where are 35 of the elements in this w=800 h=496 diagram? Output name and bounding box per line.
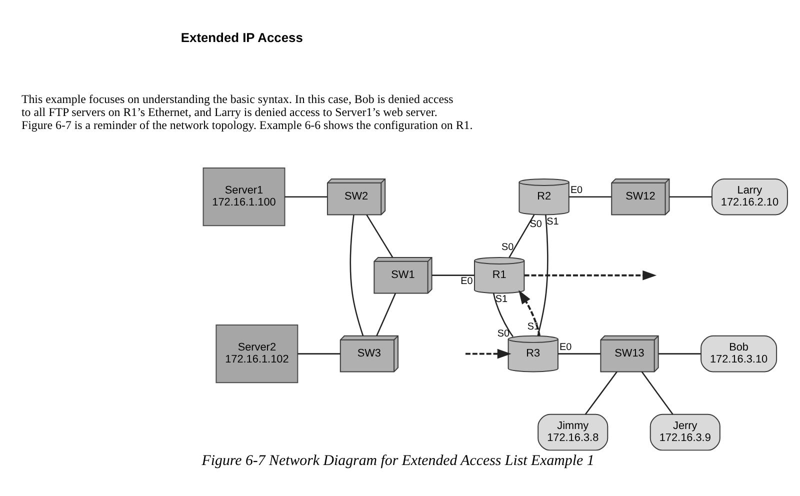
node-label: E0: [460, 276, 473, 287]
connector: [492, 292, 514, 337]
connector: [350, 214, 364, 336]
node-label: S1: [546, 216, 559, 227]
node-label: E0: [560, 341, 572, 352]
node-label: S0: [530, 218, 542, 230]
arrow: [465, 348, 512, 358]
node-box: Jimmy 172.16.3.8: [538, 413, 608, 450]
connector: [584, 370, 618, 414]
node-label: S0: [497, 328, 510, 339]
connector: [558, 352, 600, 354]
node-label: S1: [495, 293, 508, 304]
caption: Figure 6-7 Network Diagram for Extended Access List Example 1: [202, 452, 594, 469]
node-label: E0: [570, 184, 583, 196]
connector: [508, 214, 535, 258]
connector: [432, 274, 474, 276]
connector: [366, 214, 394, 258]
connector: [669, 196, 712, 197]
label: Extended IP Access: [180, 30, 303, 45]
label: This example focuses on understanding the basic syntax. In this case, Bob is denied access to all FTP servers on R1’s Ethernet, and Larry is denied access to Server1’s web server. Figure 6-7 is a reminder of the network topology. Example 6-6 shows the configuration on R1.: [21, 92, 473, 132]
node-label: S0: [502, 242, 514, 253]
node-box: Larry 172.16.2.10: [711, 178, 788, 215]
arrow: [524, 270, 657, 280]
connector: [641, 370, 674, 414]
arrow: [518, 290, 540, 336]
node-box: Server1 172.16.1.100: [202, 167, 286, 226]
node-box: Bob 172.16.3.10: [700, 334, 778, 372]
connector: [284, 196, 328, 197]
connector: [298, 352, 340, 354]
connector: [658, 352, 701, 354]
connector: [537, 214, 548, 336]
node-box: Server2 172.16.1.102: [216, 324, 298, 383]
connector: [376, 292, 396, 336]
node-box: Jerry 172.16.3.9: [650, 413, 720, 450]
connector: [568, 196, 612, 197]
